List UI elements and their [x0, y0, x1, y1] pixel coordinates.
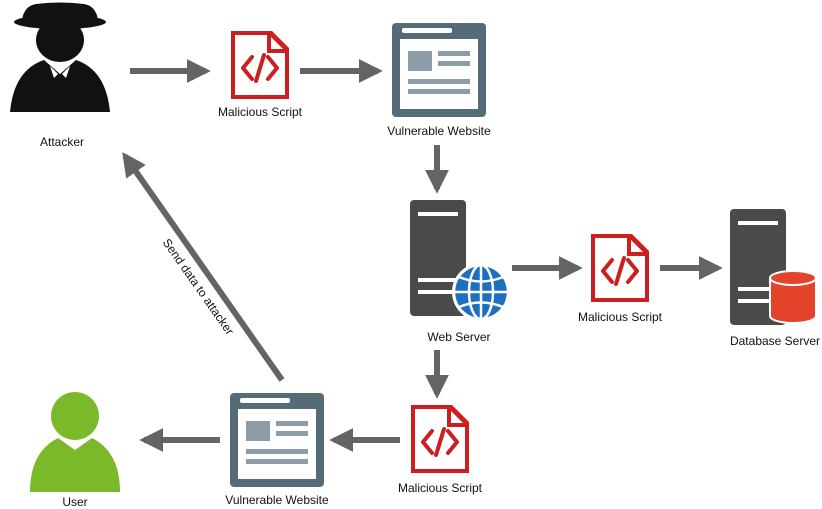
spy-icon [10, 2, 110, 112]
node-label-script-right: Malicious Script [578, 310, 663, 324]
server-database-icon [730, 209, 817, 325]
node-label-website-top: Vulnerable Website [387, 124, 491, 138]
server-globe-icon [410, 200, 510, 321]
node-label-web-server: Web Server [427, 330, 490, 344]
code-file-icon [409, 403, 471, 475]
node-label-database-server: Database Server [730, 334, 820, 348]
arrow-website-to-attacker [122, 152, 285, 382]
browser-window-icon [392, 23, 486, 117]
node-label-attacker: Attacker [40, 135, 84, 149]
user-icon [30, 392, 120, 492]
browser-window-icon [230, 393, 324, 487]
node-label-user: User [62, 495, 87, 509]
node-label-script-top: Malicious Script [218, 105, 303, 119]
edge-label-send-data: Send data to attacker [160, 236, 237, 337]
code-file-icon [229, 29, 291, 101]
arrows [122, 59, 723, 452]
code-file-icon [589, 232, 651, 304]
node-label-script-bottom: Malicious Script [398, 481, 483, 495]
node-label-website-bottom: Vulnerable Website [225, 493, 329, 507]
